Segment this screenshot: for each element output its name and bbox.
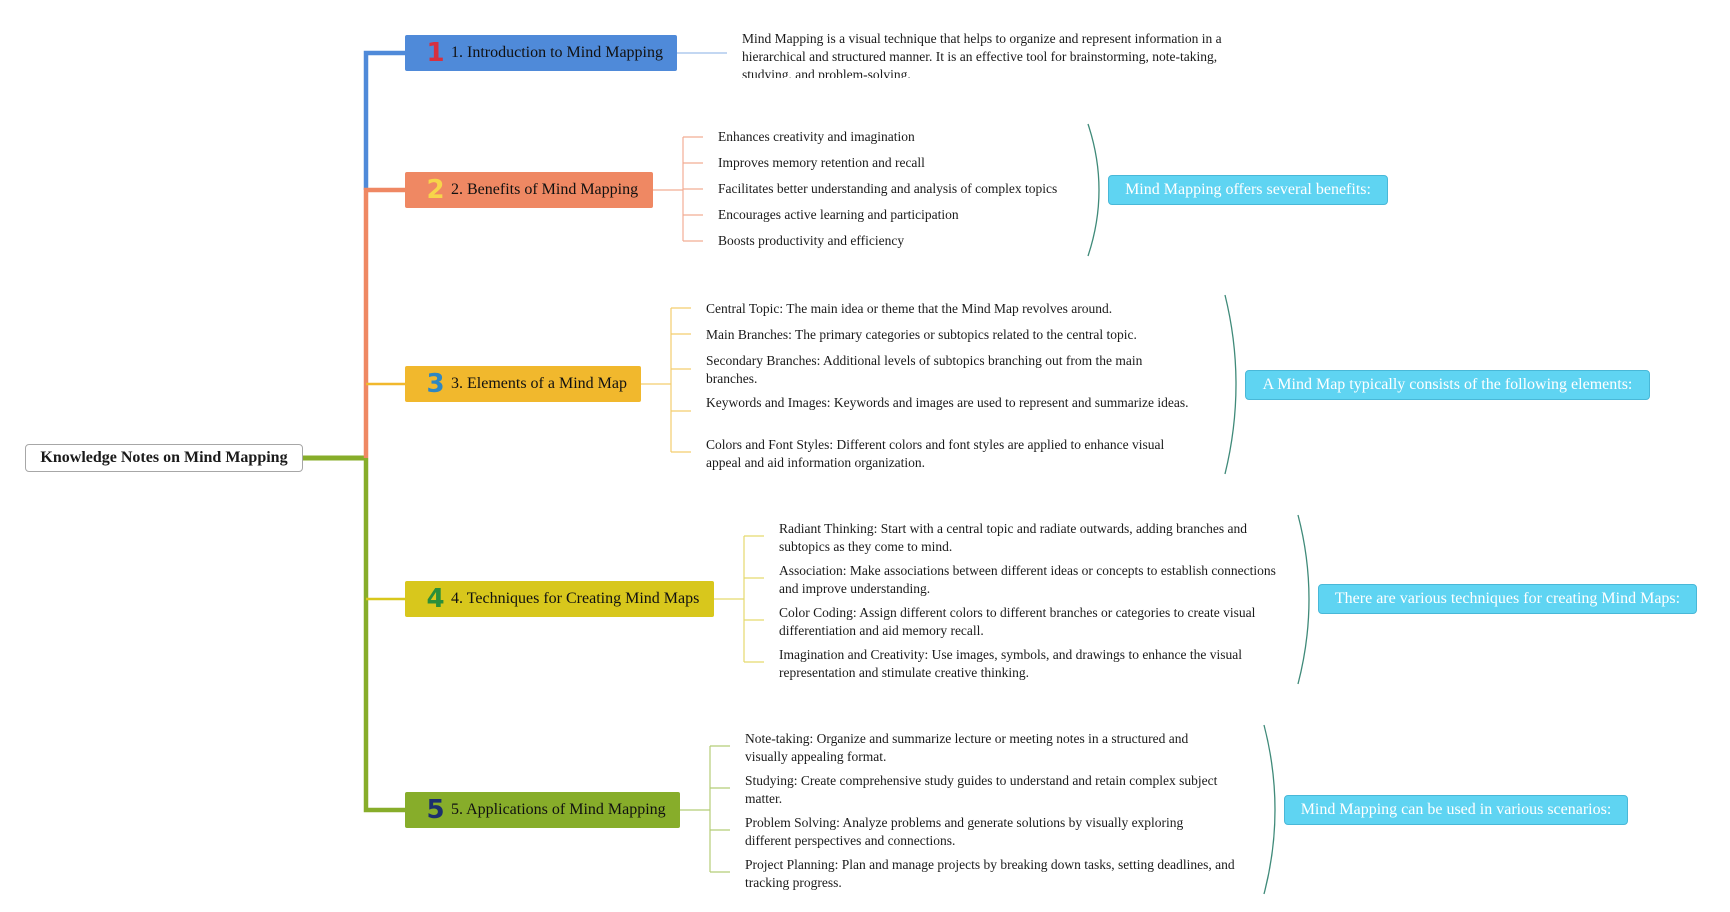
root-label: Knowledge Notes on Mind Mapping (40, 449, 288, 466)
techniques-summary[interactable]: There are various techniques for creatin… (1318, 584, 1697, 614)
branch-node-benefits[interactable]: 2 2. Benefits of Mind Mapping (405, 172, 653, 208)
list-item: Association: Make associations between d… (779, 563, 1276, 596)
list-item: Encourages active learning and participa… (718, 207, 959, 222)
list-item: Colors and Font Styles: Different colors… (706, 437, 1165, 470)
summary-label: Mind Mapping can be used in various scen… (1300, 801, 1612, 818)
applications-list: Note-taking: Organize and summarize lect… (745, 730, 1255, 892)
number-4-icon: 4 (426, 584, 444, 614)
list-item: Note-taking: Organize and summarize lect… (745, 731, 1189, 764)
list-item: Main Branches: The primary categories or… (706, 327, 1137, 342)
summary-label: There are various techniques for creatin… (1334, 590, 1681, 607)
branch2-leaf-connectors (653, 136, 703, 242)
elements-list: Central Topic: The main idea or theme th… (706, 300, 1206, 472)
introduction-text: Mind Mapping is a visual technique that … (742, 31, 1222, 78)
branch-label: 2. Benefits of Mind Mapping (451, 181, 639, 198)
branch-label: 5. Applications of Mind Mapping (451, 801, 666, 818)
branch-node-introduction[interactable]: 1 1. Introduction to Mind Mapping (405, 35, 677, 71)
benefits-list: Enhances creativity and imagination Impr… (718, 128, 1088, 260)
number-3-icon: 3 (426, 369, 444, 399)
branch3-summary-bracket (1224, 294, 1237, 475)
list-item: Secondary Branches: Additional levels of… (706, 353, 1143, 386)
branch-node-elements[interactable]: 3 3. Elements of a Mind Map (405, 366, 641, 402)
list-item: Imagination and Creativity: Use images, … (779, 647, 1243, 680)
list-item: Enhances creativity and imagination (718, 129, 915, 144)
branch4-summary-bracket (1297, 514, 1310, 685)
number-5-icon: 5 (426, 795, 444, 825)
branch-node-applications[interactable]: 5 5. Applications of Mind Mapping (405, 792, 680, 828)
list-item: Central Topic: The main idea or theme th… (706, 301, 1113, 316)
number-1-icon: 1 (426, 38, 444, 68)
branch5-leaf-connectors (680, 745, 730, 873)
list-item: Problem Solving: Analyze problems and ge… (745, 815, 1184, 848)
techniques-list: Radiant Thinking: Start with a central t… (779, 520, 1289, 682)
list-item: Project Planning: Plan and manage projec… (745, 857, 1235, 890)
summary-label: A Mind Map typically consists of the fol… (1262, 376, 1633, 393)
benefits-summary[interactable]: Mind Mapping offers several benefits: (1108, 175, 1388, 205)
list-item: Keywords and Images: Keywords and images… (706, 395, 1189, 410)
branch-node-techniques[interactable]: 4 4. Techniques for Creating Mind Maps (405, 581, 714, 617)
branch2-summary-bracket (1087, 123, 1100, 257)
list-item: Color Coding: Assign different colors to… (779, 605, 1256, 638)
trunk-orange (363, 187, 405, 458)
list-item: Facilitates better understanding and ana… (718, 181, 1058, 196)
branch5-summary-bracket (1263, 724, 1276, 895)
branch3-leaf-connectors (641, 307, 691, 453)
list-item: Boosts productivity and efficiency (718, 233, 905, 248)
branch4-leaf-connectors (714, 535, 764, 663)
branch-label: 4. Techniques for Creating Mind Maps (451, 590, 700, 607)
elements-summary[interactable]: A Mind Map typically consists of the fol… (1245, 370, 1650, 400)
branch-label: 3. Elements of a Mind Map (451, 375, 627, 392)
list-item: Improves memory retention and recall (718, 155, 925, 170)
branch-label: 1. Introduction to Mind Mapping (451, 44, 663, 61)
summary-label: Mind Mapping offers several benefits: (1125, 181, 1371, 198)
trunk-blue (363, 50, 405, 190)
trunk-green (363, 458, 405, 813)
applications-summary[interactable]: Mind Mapping can be used in various scen… (1284, 795, 1628, 825)
number-2-icon: 2 (426, 175, 444, 205)
root-node[interactable]: Knowledge Notes on Mind Mapping (25, 444, 303, 472)
list-item: Radiant Thinking: Start with a central t… (779, 521, 1247, 554)
list-item: Studying: Create comprehensive study gui… (745, 773, 1218, 806)
